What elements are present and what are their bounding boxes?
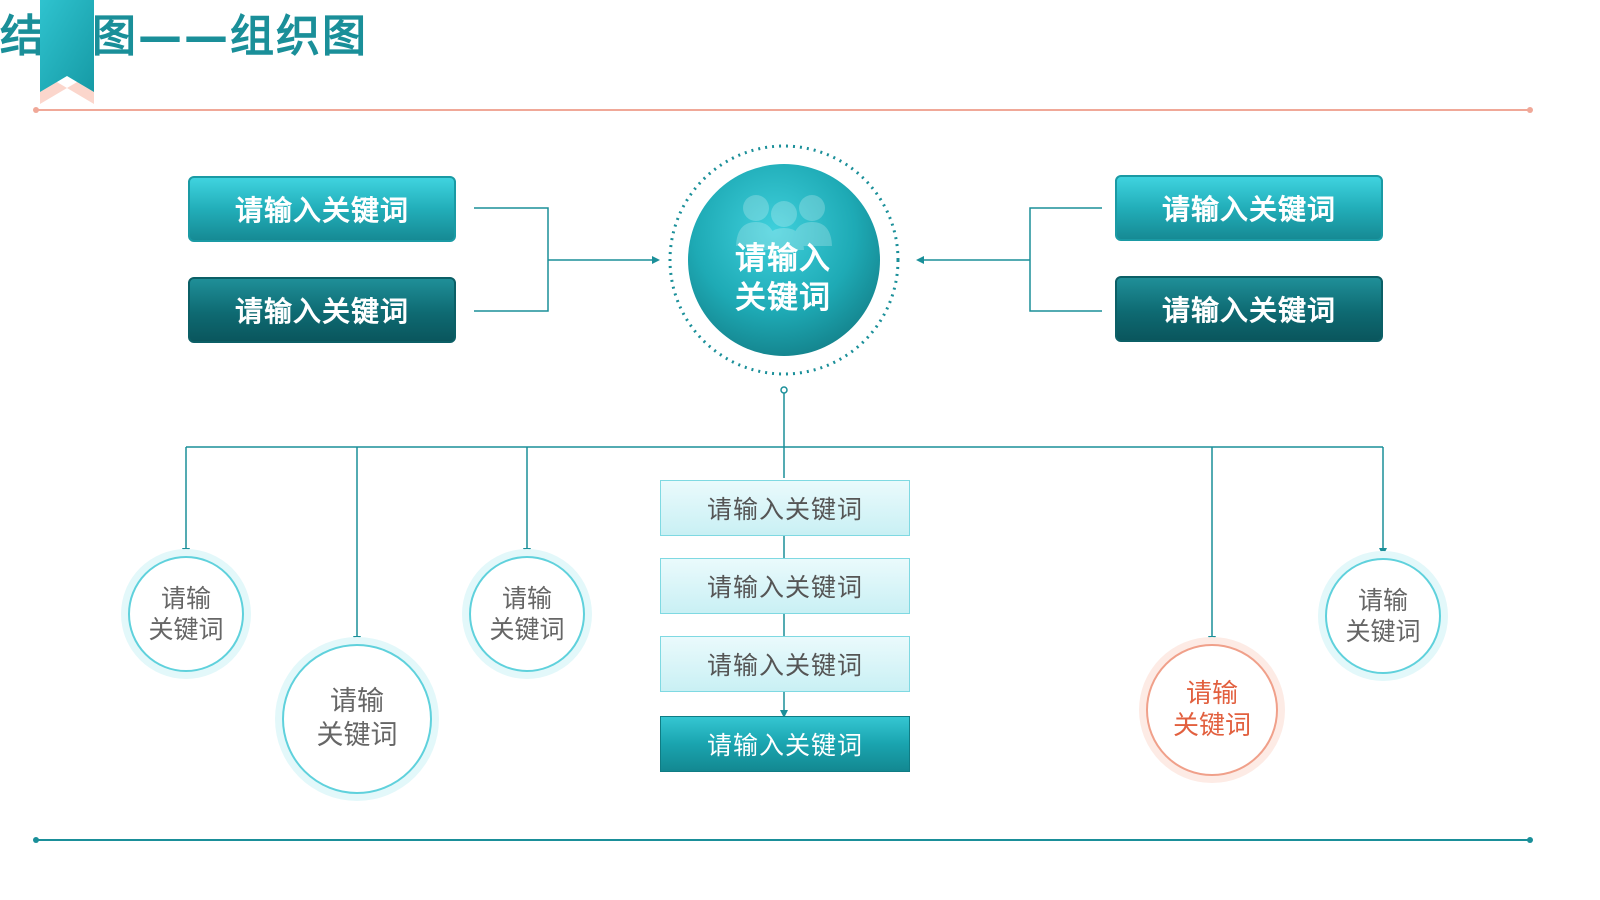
circle-node-4: 请输 关键词 (1146, 644, 1278, 776)
keyword-box-top-left-1: 请输入关键词 (188, 176, 456, 242)
circle-node-line1: 请输 (1185, 678, 1238, 709)
center-node (668, 144, 900, 376)
circle-node-line2: 关键词 (148, 615, 224, 644)
circle-node-line2: 关键词 (1345, 617, 1421, 646)
circle-node-line2: 关键词 (316, 720, 398, 751)
footer-rule (33, 837, 1533, 843)
header-rule (33, 107, 1533, 113)
center-label-line1: 请输入 (735, 241, 831, 277)
stack-box-3: 请输入关键词 (660, 636, 910, 692)
circle-node-line1: 请输 (160, 583, 211, 613)
circle-node-2: 请输 关键词 (282, 644, 432, 794)
circle-node-5: 请输 关键词 (1325, 558, 1441, 674)
right-connector (916, 207, 1102, 312)
circle-node-line2: 关键词 (489, 615, 565, 644)
circle-node-line2: 关键词 (1172, 711, 1251, 741)
stack-box-2: 请输入关键词 (660, 558, 910, 614)
keyword-box-top-right-1: 请输入关键词 (1115, 175, 1383, 241)
stack-box-1: 请输入关键词 (660, 480, 910, 536)
circle-node-line1: 请输 (330, 686, 384, 718)
left-connector (474, 207, 660, 312)
circle-node-line1: 请输 (501, 583, 552, 613)
trunk-connector (182, 386, 1387, 718)
circle-node-line1: 请输 (1357, 585, 1408, 615)
circle-node-1: 请输 关键词 (128, 556, 244, 672)
stack-box-4: 请输入关键词 (660, 716, 910, 772)
bookmark-icon (40, 0, 94, 104)
circle-node-3: 请输 关键词 (469, 556, 585, 672)
keyword-box-top-right-2: 请输入关键词 (1115, 276, 1383, 342)
keyword-box-top-left-2: 请输入关键词 (188, 277, 456, 343)
center-label: 请输入 关键词 (700, 240, 866, 318)
center-label-line2: 关键词 (735, 279, 831, 316)
people-group-icon (736, 195, 832, 250)
